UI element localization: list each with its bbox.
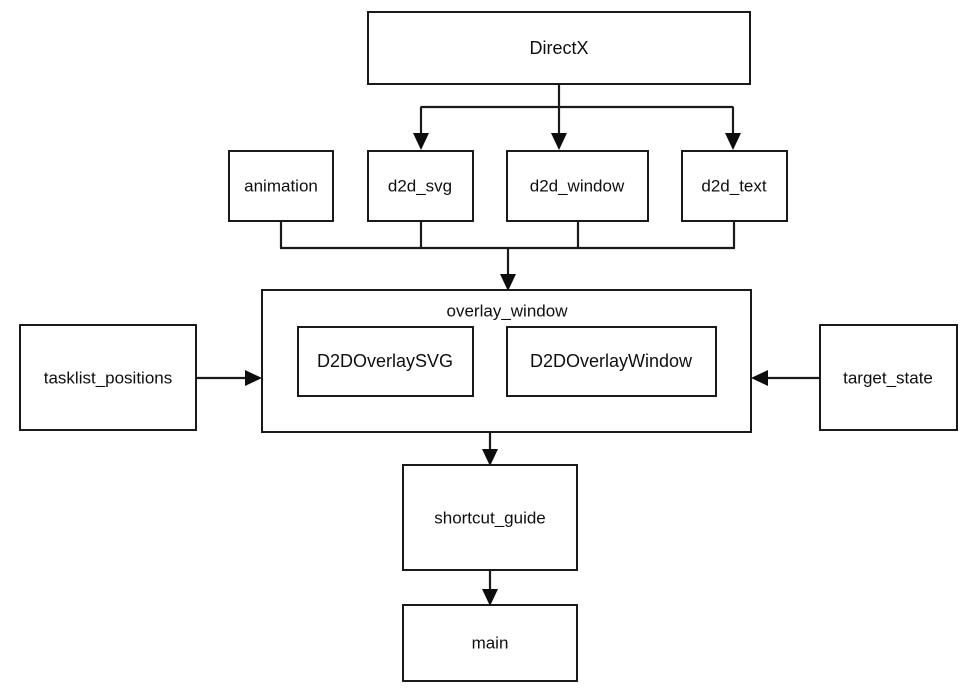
node-main[interactable]: main — [402, 604, 578, 682]
arrowhead-d2dwindow — [551, 133, 567, 150]
arrowhead-overlay-left — [245, 370, 262, 386]
node-directx-label: DirectX — [529, 38, 588, 58]
arrowhead-d2dsvg — [413, 133, 429, 150]
node-d2d-svg-label: d2d_svg — [388, 176, 452, 195]
node-d2d-window[interactable]: d2d_window — [506, 150, 649, 222]
node-target-state-box[interactable] — [819, 324, 958, 431]
node-shortcut-guide-box[interactable] — [402, 464, 578, 571]
node-main-label: main — [472, 633, 509, 652]
node-d2d-window-label: d2d_window — [530, 176, 625, 195]
node-directx-box[interactable] — [367, 11, 751, 85]
edge-group-modules-merge — [279, 221, 736, 291]
node-d2d-window-box[interactable] — [506, 150, 649, 222]
node-d2doverlaysvg-box[interactable] — [297, 326, 474, 397]
node-main-box[interactable] — [402, 604, 578, 682]
node-d2d-text-label: d2d_text — [701, 176, 766, 195]
node-shortcut-guide-label: shortcut_guide — [434, 508, 546, 527]
edge-group-directx-fanout — [413, 84, 741, 150]
node-d2doverlaywindow[interactable]: D2DOverlayWindow — [506, 326, 717, 397]
node-animation-label: animation — [244, 176, 318, 195]
node-directx[interactable]: DirectX — [367, 11, 751, 85]
node-d2doverlaywindow-box[interactable] — [506, 326, 717, 397]
node-tasklist-positions[interactable]: tasklist_positions — [19, 324, 197, 431]
node-d2d-text-box[interactable] — [681, 150, 788, 222]
node-d2doverlaysvg[interactable]: D2DOverlaySVG — [297, 326, 474, 397]
arrowhead-shortcut-guide — [482, 449, 498, 466]
node-tasklist-positions-label: tasklist_positions — [44, 368, 173, 387]
node-animation[interactable]: animation — [228, 150, 334, 222]
arrowhead-overlay-window-top — [500, 274, 516, 291]
node-animation-box[interactable] — [228, 150, 334, 222]
arrowhead-d2dtext — [725, 133, 741, 150]
node-d2d-text[interactable]: d2d_text — [681, 150, 788, 222]
arrowhead-overlay-right — [751, 370, 768, 386]
arrowhead-main — [482, 589, 498, 606]
node-target-state-label: target_state — [843, 368, 933, 387]
node-d2doverlaysvg-label: D2DOverlaySVG — [317, 351, 453, 371]
node-target-state[interactable]: target_state — [819, 324, 958, 431]
edge-group-side-inputs — [196, 370, 820, 386]
node-d2doverlaywindow-label: D2DOverlayWindow — [530, 351, 693, 371]
node-tasklist-positions-box[interactable] — [19, 324, 197, 431]
node-d2d-svg-box[interactable] — [367, 150, 474, 222]
node-overlay-window-label: overlay_window — [447, 301, 569, 320]
node-d2d-svg[interactable]: d2d_svg — [367, 150, 474, 222]
node-shortcut-guide[interactable]: shortcut_guide — [402, 464, 578, 571]
edge-group-downstream — [482, 432, 498, 606]
node-overlay-window-group[interactable]: overlay_window D2DOverlaySVG D2DOverlayW… — [261, 289, 752, 433]
